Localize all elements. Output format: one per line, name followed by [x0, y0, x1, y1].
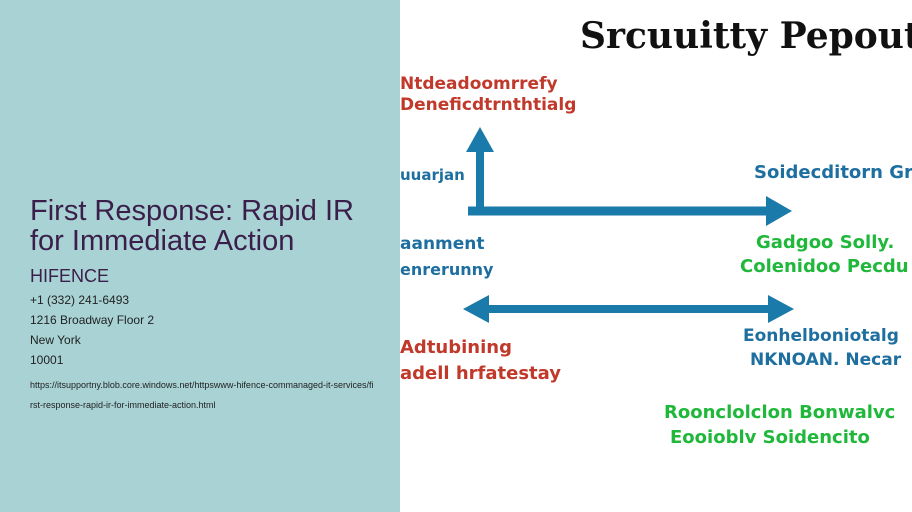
illustration-heading: Srcuuitty Pepoutr — [580, 15, 912, 57]
label-mid-left-b2: enrerunny — [400, 260, 494, 279]
label-bottom-2: Eooioblv Soidencito — [670, 427, 870, 448]
illustration-background — [400, 0, 912, 512]
label-top-left-2: Deneficdtrnthtialg — [400, 95, 576, 115]
label-low-right-2: NKNOAN. Necar — [750, 350, 902, 370]
label-low-right-1: Eonhelboniotalg — [743, 326, 899, 346]
label-bottom-1: Roonclolclon Bonwalvc — [664, 402, 895, 423]
security-report-illustration: Srcuuitty Pepoutr Ntdeadoomrrefy Denefic… — [400, 0, 912, 512]
up-arrow — [466, 127, 494, 212]
info-panel: First Response: Rapid IR for Immediate A… — [0, 0, 400, 512]
label-mid-right-b1: Gadgoo Solly. — [756, 232, 894, 253]
page-url[interactable]: https://itsupportny.blob.core.windows.ne… — [30, 380, 374, 410]
city: New York — [30, 333, 81, 347]
double-arrow — [463, 295, 794, 323]
label-low-left-1: Adtubining — [400, 337, 512, 358]
right-arrow — [468, 196, 792, 226]
label-low-left-2: adell hrfatestay — [400, 363, 561, 384]
street-address: 1216 Broadway Floor 2 — [30, 313, 155, 327]
label-mid-left-b1: aanment — [400, 234, 485, 254]
zip-code: 10001 — [30, 353, 64, 367]
label-mid-right-a: Soidecditorn Gro — [754, 162, 912, 183]
company-name: HIFENCE — [30, 266, 110, 286]
label-top-left-1: Ntdeadoomrrefy — [400, 74, 558, 94]
label-mid-left-a: uuarjan — [400, 166, 465, 184]
illustration-svg: Srcuuitty Pepoutr Ntdeadoomrrefy Denefic… — [400, 0, 912, 512]
page-title: First Response: Rapid IR for Immediate A… — [30, 195, 354, 257]
phone-number: +1 (332) 241-6493 — [30, 293, 130, 307]
label-mid-right-b2: Colenidoo Pecdu — [740, 256, 909, 277]
